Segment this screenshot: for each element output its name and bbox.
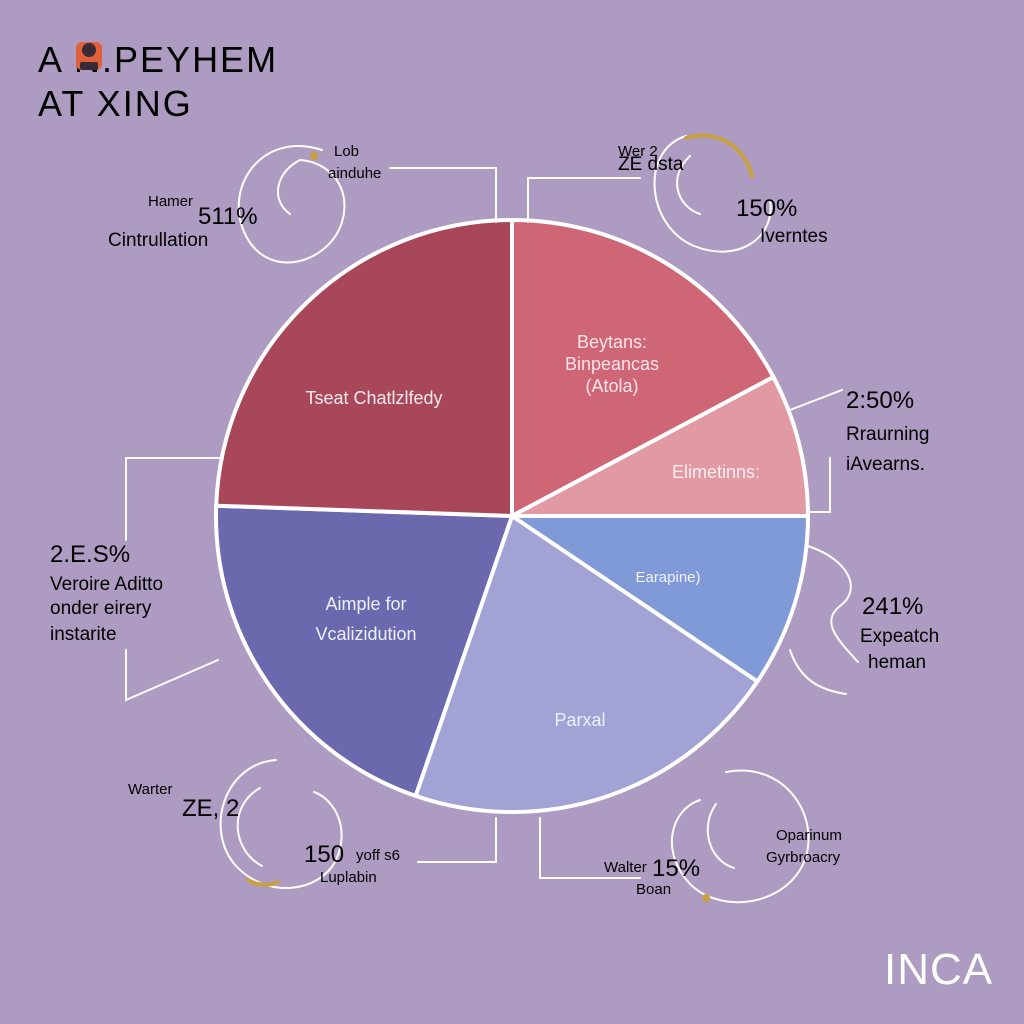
slice-label-indigo-line1: Aimple for: [325, 594, 406, 614]
swirl-top-right: [653, 135, 772, 253]
annotation-bottom-right-label: Walter: [604, 859, 647, 876]
annotation-bottom-left-value: ZE, 2: [182, 795, 239, 822]
callout-line-left-bottom: [125, 649, 219, 702]
slice-labels: Tseat Chatlzlfedy Beytans: Binpeancas (A…: [305, 332, 760, 730]
annotation-right-upper-percent: 2:50%: [846, 387, 914, 414]
slice-label-pink: Elimetinns:: [672, 462, 760, 482]
swirl-bottom-left: [219, 759, 343, 889]
slice-label-lavender: Parxal: [554, 710, 605, 730]
slice-label-blue: Earapine): [635, 569, 700, 586]
annotation-top-left: Lob ainduhe Hamer 511% Cintrullation: [108, 143, 381, 251]
annotation-bottom-right-percent: 15%: [652, 855, 700, 882]
annotation-top-right-caption: Iverntes: [760, 226, 828, 247]
title-line-1: A N.PEYHEM: [38, 39, 278, 80]
annotation-bottom-left-extra: yoff s6: [356, 847, 400, 864]
callout-line-right-upper-bracket: [807, 457, 831, 513]
annotation-bottom-left-percent: 150: [304, 841, 344, 868]
annotation-bottom-left-caption: Luplabin: [320, 869, 377, 886]
annotation-left-mid: 2.E.S% Veroire Aditto onder eirery insta…: [50, 541, 163, 645]
callout-line-bottom-left: [417, 817, 497, 863]
swirl-bottom-left-accent: [246, 878, 280, 887]
swirl-bottom-right-inner: [706, 803, 735, 869]
annotation-top-left-line2: ainduhe: [328, 165, 381, 182]
pie-outline: [214, 218, 810, 814]
annotation-top-right-line2: ZE dsta: [618, 154, 684, 175]
annotation-top-right-line1: Wer 2: [618, 143, 658, 160]
annotation-top-right-percent: 150%: [736, 195, 797, 222]
swirl-top-left: [237, 145, 346, 264]
annotation-right-upper-caption-2: iAvearns.: [846, 454, 925, 475]
swirl-top-right-accent: [684, 133, 754, 178]
slice-label-red-line2: Binpeancas: [565, 354, 659, 374]
swirl-top-left-inner: [277, 159, 301, 215]
annotation-right-upper-caption-1: Rraurning: [846, 424, 929, 445]
annotation-right-upper: 2:50% Rraurning iAvearns.: [846, 387, 929, 475]
swirl-top-left-dot: [310, 152, 318, 160]
annotation-bottom-right-caption-1: Oparinum: [776, 827, 842, 844]
slice-label-indigo-line2: Vcalizidution: [315, 624, 416, 644]
annotation-bottom-right-caption-2: Gyrbroacry: [766, 849, 841, 866]
slice-label-red-line1: Beytans:: [577, 332, 647, 352]
annotation-left-mid-caption-1: Veroire Aditto: [50, 574, 163, 595]
callout-line-top-right: [527, 177, 641, 223]
pie-slice-dark-red: [214, 218, 514, 518]
robot-icon: [76, 42, 102, 70]
title-line-2: AT XING: [38, 83, 193, 124]
pie-slices: [214, 218, 811, 815]
annotation-top-left-label: Hamer: [148, 193, 193, 210]
callout-line-right-lower-2: [789, 649, 847, 695]
annotation-bottom-right: Walter 15% Boan Oparinum Gyrbroacry: [604, 827, 842, 898]
annotation-right-lower-caption-2: heman: [868, 652, 926, 673]
brand-logo-text: INCA: [884, 945, 993, 994]
callout-line-right-upper: [789, 389, 843, 411]
swirl-bottom-right-dot: [702, 894, 710, 902]
annotation-right-lower: 241% Expeatch heman: [860, 593, 939, 673]
callout-lines: [125, 167, 859, 879]
swirl-bottom-right: [671, 769, 810, 904]
callout-line-bottom-right: [539, 817, 641, 879]
annotation-bottom-left-label: Warter: [128, 781, 172, 798]
slice-label-red-line3: (Atola): [585, 376, 638, 396]
annotation-right-lower-percent: 241%: [862, 593, 923, 620]
brand-logo: INCA: [884, 945, 993, 994]
annotation-bottom-right-sub: Boan: [636, 881, 671, 898]
slice-label-dark-red: Tseat Chatlzlfedy: [305, 388, 442, 408]
swirl-bottom-left-inner: [236, 787, 263, 867]
annotation-top-right: Wer 2 ZE dsta 150% Iverntes: [618, 143, 828, 247]
annotation-top-left-percent: 511%: [198, 203, 258, 230]
annotation-top-left-caption: Cintrullation: [108, 230, 208, 251]
annotation-left-mid-percent: 2.E.S%: [50, 541, 130, 568]
annotation-right-lower-caption-1: Expeatch: [860, 626, 939, 647]
annotation-left-mid-caption-2: onder eirery: [50, 598, 152, 619]
chart-title: A N.PEYHEM AT XING: [38, 39, 278, 124]
callout-line-left-top: [125, 457, 223, 541]
callout-line-top-left: [389, 167, 497, 223]
swirl-top-right-inner: [676, 155, 701, 215]
annotation-bottom-left: Warter ZE, 2 150 yoff s6 Luplabin: [128, 781, 400, 886]
callout-line-right-lower: [807, 545, 859, 663]
annotation-left-mid-caption-3: instarite: [50, 624, 117, 645]
annotation-top-left-line1: Lob: [334, 143, 359, 160]
decorative-swirls: [219, 133, 810, 904]
